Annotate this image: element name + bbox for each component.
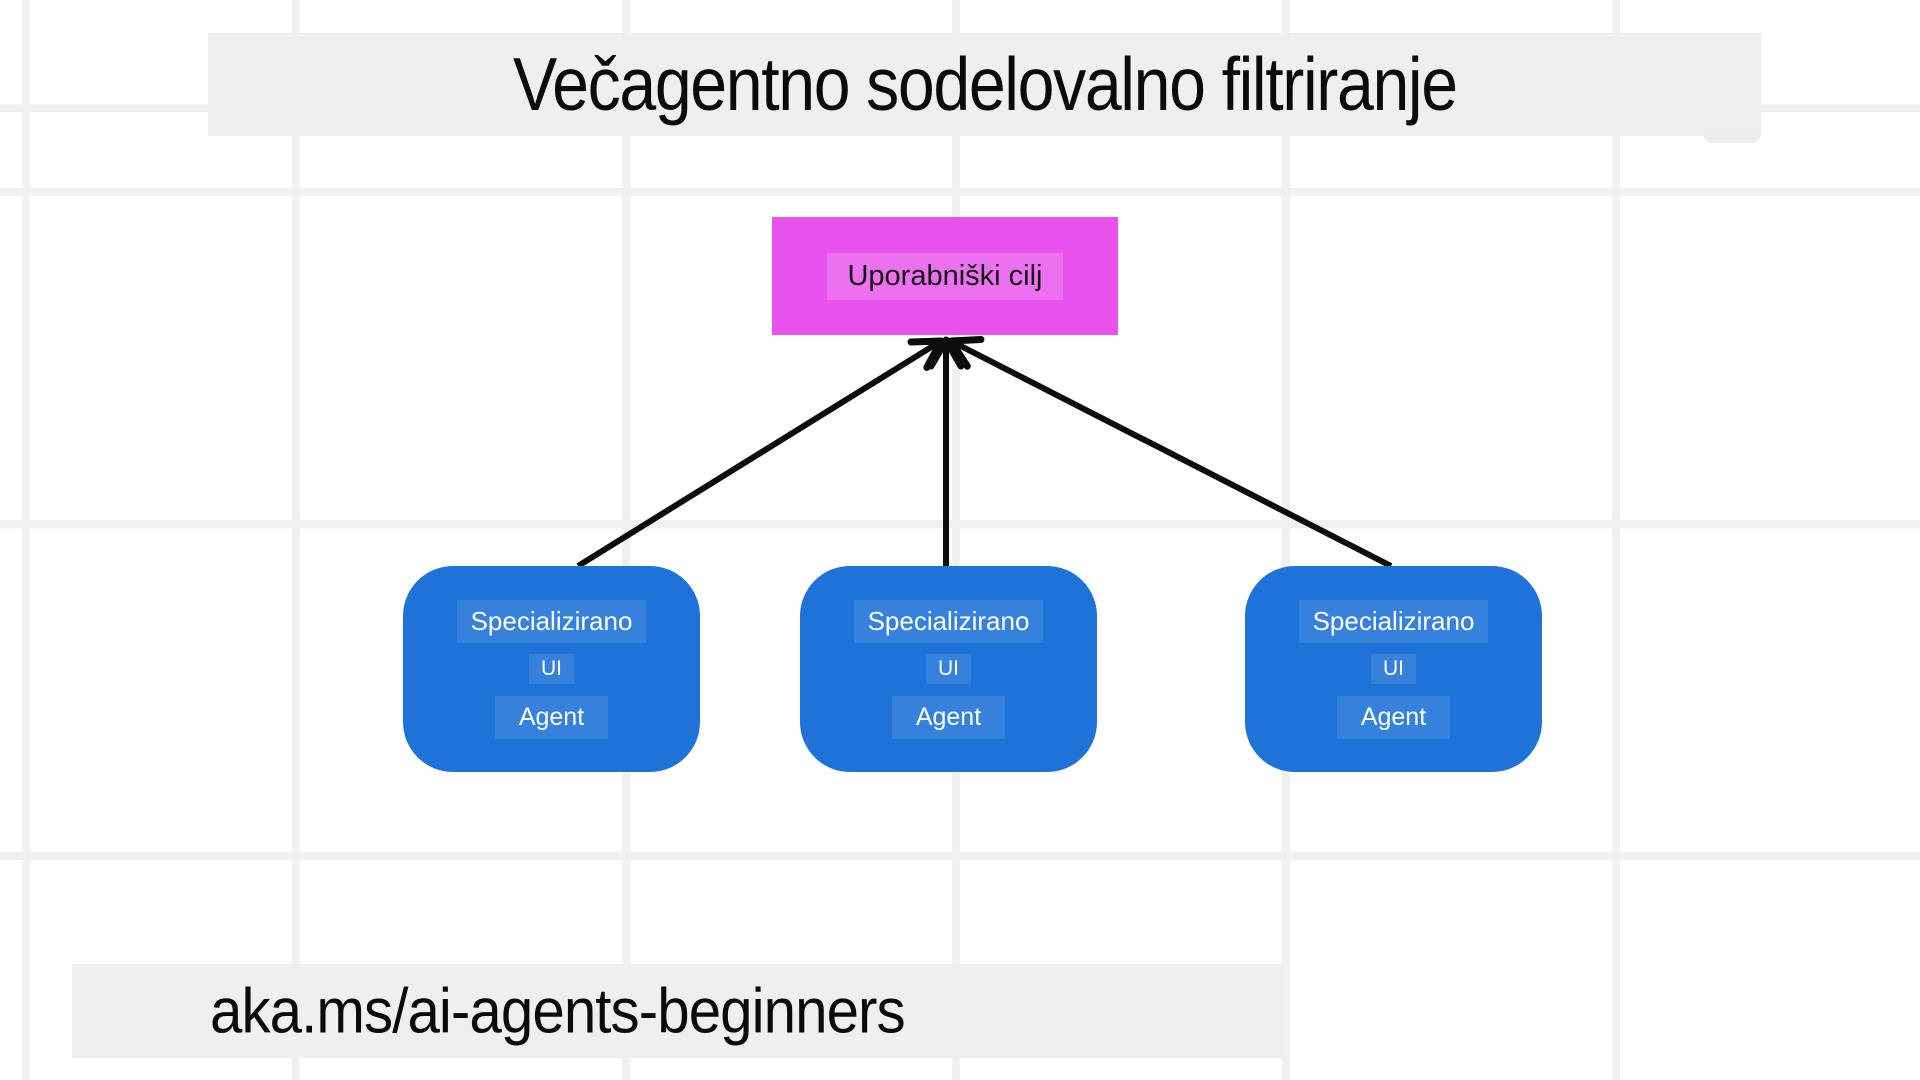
agent-node-right-line3: Agent <box>1336 695 1451 739</box>
footer-url-text: aka.ms/ai-agents-beginners <box>210 975 906 1047</box>
agent-node-middle-line3: Agent <box>891 695 1006 739</box>
goal-node: Uporabniški cilj <box>772 217 1118 335</box>
arrow-left-agent-to-goal <box>576 337 945 569</box>
footer-banner: aka.ms/ai-agents-beginners <box>72 964 1285 1058</box>
agent-node-left-line3: Agent <box>494 695 609 739</box>
goal-node-label: Uporabniški cilj <box>827 252 1063 300</box>
agent-node-right: Specializirano UI Agent <box>1245 566 1542 772</box>
arrow-right-agent-to-goal <box>947 335 1393 569</box>
agent-node-right-line2: UI <box>1371 653 1416 684</box>
agent-node-left-line1: Specializirano <box>456 599 647 643</box>
agent-node-middle-line1: Specializirano <box>853 599 1044 643</box>
agent-node-middle: Specializirano UI Agent <box>800 566 1097 772</box>
title-banner-shadow <box>1703 134 1761 143</box>
agent-node-right-line1: Specializirano <box>1298 599 1489 643</box>
agent-node-middle-line2: UI <box>926 653 971 684</box>
agent-node-left: Specializirano UI Agent <box>403 566 700 772</box>
agent-node-left-line2: UI <box>529 653 574 684</box>
title-banner: Večagentno sodelovalno filtriranje <box>208 33 1761 136</box>
page-title: Večagentno sodelovalno filtriranje <box>512 42 1458 127</box>
